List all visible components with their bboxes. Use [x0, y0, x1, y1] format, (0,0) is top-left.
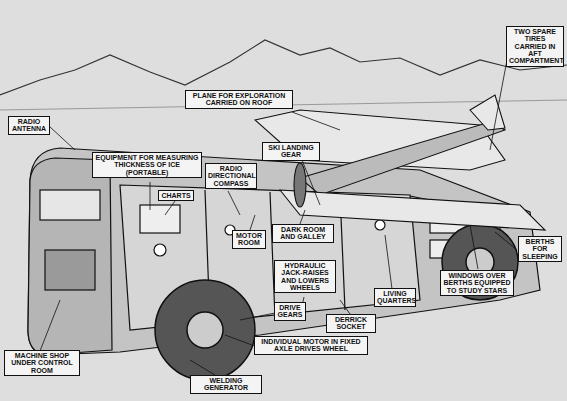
- airplane: [255, 95, 545, 230]
- leader-lines: [40, 60, 517, 375]
- callout-label: CHARTS: [158, 190, 194, 201]
- label-text: RADIO ANTENNA: [11, 118, 47, 133]
- callout-label: MACHINE SHOP UNDER CONTROL ROOM: [4, 350, 80, 376]
- label-text: TWO SPARE TIRES CARRIED IN AFT COMPARTME…: [509, 28, 561, 65]
- label-text: LIVING QUARTERS: [377, 290, 413, 305]
- callout-label: PLANE FOR EXPLORATION CARRIED ON ROOF: [185, 90, 293, 109]
- callout-label: DARK ROOM AND GALLEY: [272, 224, 334, 243]
- label-text: MACHINE SHOP UNDER CONTROL ROOM: [7, 352, 77, 374]
- callout-label: RADIO ANTENNA: [8, 116, 50, 135]
- label-text: DARK ROOM AND GALLEY: [275, 226, 331, 241]
- label-text: CHARTS: [161, 192, 191, 199]
- label-text: WINDOWS OVER BERTHS EQUIPPED TO STUDY ST…: [443, 272, 511, 294]
- label-text: INDIVIDUAL MOTOR IN FIXED AXLE DRIVES WH…: [257, 338, 365, 353]
- label-text: BERTHS FOR SLEEPING: [521, 238, 559, 260]
- callout-label: DERRICK SOCKET: [326, 314, 376, 333]
- callout-label: WELDING GENERATOR: [190, 375, 262, 394]
- callout-label: SKI LANDING GEAR: [262, 142, 320, 161]
- callout-label: WINDOWS OVER BERTHS EQUIPPED TO STUDY ST…: [440, 270, 514, 296]
- callout-label: EQUIPMENT FOR MEASURING THICKNESS OF ICE…: [92, 152, 202, 178]
- callout-label: RADIO DIRECTIONAL COMPASS: [205, 163, 257, 189]
- callout-label: MOTOR ROOM: [232, 230, 266, 249]
- wheels: [155, 224, 518, 380]
- label-text: RADIO DIRECTIONAL COMPASS: [208, 165, 254, 187]
- label-text: DRIVE GEARS: [277, 304, 303, 319]
- callout-label: INDIVIDUAL MOTOR IN FIXED AXLE DRIVES WH…: [254, 336, 368, 355]
- label-text: PLANE FOR EXPLORATION CARRIED ON ROOF: [188, 92, 290, 107]
- label-text: SKI LANDING GEAR: [265, 144, 317, 159]
- callout-label: LIVING QUARTERS: [374, 288, 416, 307]
- label-text: WELDING GENERATOR: [193, 377, 259, 392]
- label-text: HYDRAULIC JACK-RAISES AND LOWERS WHEELS: [277, 262, 333, 291]
- mountain-ridge: [0, 40, 567, 95]
- callout-label: TWO SPARE TIRES CARRIED IN AFT COMPARTME…: [506, 26, 564, 67]
- callout-label: BERTHS FOR SLEEPING: [518, 236, 562, 262]
- label-text: DERRICK SOCKET: [329, 316, 373, 331]
- callout-label: HYDRAULIC JACK-RAISES AND LOWERS WHEELS: [274, 260, 336, 293]
- label-text: EQUIPMENT FOR MEASURING THICKNESS OF ICE…: [95, 154, 199, 176]
- vehicle-body: [28, 148, 540, 355]
- label-text: MOTOR ROOM: [235, 232, 263, 247]
- callout-label: DRIVE GEARS: [274, 302, 306, 321]
